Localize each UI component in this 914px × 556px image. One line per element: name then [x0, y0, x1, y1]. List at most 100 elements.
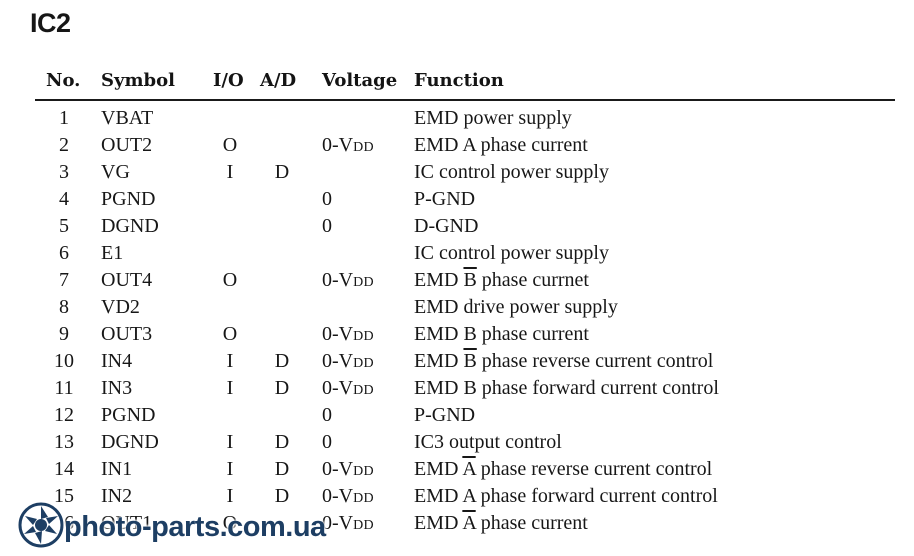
pin-io: O: [222, 134, 238, 156]
pin-ad: D: [274, 458, 290, 480]
pin-symbol: VBAT: [101, 107, 154, 129]
pin-symbol: IN3: [101, 377, 133, 399]
pin-number: 6: [59, 242, 69, 264]
pin-symbol: VG: [101, 161, 130, 183]
pin-symbol: OUT4: [101, 269, 153, 291]
header-voltage: Voltage: [322, 70, 398, 91]
table-row: 4 PGND 0 P-GND: [0, 185, 914, 212]
pin-number: 3: [59, 161, 69, 183]
header-io: I/O: [213, 70, 244, 91]
function-text: EMD: [414, 512, 463, 534]
function-text: EMD A phase forward current control: [414, 485, 718, 507]
function-text: IC3 output control: [414, 431, 562, 453]
function-text: EMD: [414, 458, 463, 480]
pin-symbol: E1: [101, 242, 124, 264]
pin-number: 8: [59, 296, 69, 318]
function-text: EMD B phase forward current control: [414, 377, 719, 399]
pin-number: 12: [54, 404, 74, 426]
pin-number: 7: [59, 269, 69, 291]
pin-io: I: [226, 485, 234, 507]
pin-voltage: 0-VDD: [322, 485, 374, 507]
table-row: 8 VD2 EMD drive power supply: [0, 293, 914, 320]
function-text: phase reverse current control: [475, 458, 713, 480]
header-symbol: Symbol: [101, 70, 175, 91]
pin-function: EMD B phase currnet: [414, 268, 589, 292]
pin-function: EMD A phase forward current control: [414, 484, 718, 508]
pin-voltage: 0: [322, 215, 332, 237]
pin-io: I: [226, 431, 234, 453]
pin-function: IC3 output control: [414, 430, 562, 454]
pin-io: O: [222, 269, 238, 291]
pin-function: EMD power supply: [414, 106, 572, 130]
pin-ad: D: [274, 161, 290, 183]
function-text: EMD: [414, 269, 464, 291]
header-function: Function: [414, 70, 504, 91]
table-header: No. Symbol I/O A/D Voltage Function: [0, 70, 914, 98]
pin-function: EMD B phase forward current control: [414, 376, 719, 400]
pin-voltage: 0-VDD: [322, 323, 374, 345]
pin-ad: D: [274, 431, 290, 453]
overlined-phase-letter: B: [463, 350, 477, 372]
pin-symbol: OUT2: [101, 134, 153, 156]
pin-symbol: PGND: [101, 188, 156, 210]
pin-io: I: [226, 377, 234, 399]
pin-voltage: 0: [322, 188, 332, 210]
pin-number: 10: [54, 350, 74, 372]
function-text: P-GND: [414, 404, 476, 426]
pin-symbol: OUT1: [101, 512, 153, 534]
function-text: EMD B phase current: [414, 323, 589, 345]
table-row: 3 VG I D IC control power supply: [0, 158, 914, 185]
pin-ad: D: [274, 485, 290, 507]
pin-function: EMD A phase reverse current control: [414, 457, 712, 481]
watermark: photo-parts.com.ua: [18, 500, 338, 552]
pin-number: 15: [54, 485, 74, 507]
function-text: phase currnet: [476, 269, 589, 291]
pin-ad: D: [274, 377, 290, 399]
table-row: 6 E1 IC control power supply: [0, 239, 914, 266]
pin-voltage: 0-VDD: [322, 134, 374, 156]
function-text: IC control power supply: [414, 242, 609, 264]
pin-number: 11: [54, 377, 74, 399]
pin-voltage: 0-VDD: [322, 512, 374, 534]
pin-function: EMD B phase current: [414, 322, 589, 346]
overlined-phase-letter: A: [462, 512, 476, 534]
pin-voltage: 0-VDD: [322, 377, 374, 399]
watermark-text: photo-parts.com.ua: [64, 511, 326, 543]
function-text: IC control power supply: [414, 161, 609, 183]
pin-function: P-GND: [414, 403, 475, 427]
table-row: 11 IN3 I D 0-VDD EMD B phase forward current …: [0, 374, 914, 401]
pin-voltage: 0: [322, 431, 332, 453]
pin-symbol: VD2: [101, 296, 140, 318]
pin-function: EMD A phase current: [414, 133, 588, 157]
pin-symbol: DGND: [101, 431, 159, 453]
pin-io: I: [226, 161, 234, 183]
function-text: phase reverse current control: [476, 350, 714, 372]
table-row: 13 DGND I D 0 IC3 output control: [0, 428, 914, 455]
function-text: EMD: [414, 350, 464, 372]
pin-function: P-GND: [414, 187, 475, 211]
pin-function: EMD A phase current: [414, 511, 588, 535]
pin-io: O: [222, 323, 238, 345]
header-ad: A/D: [260, 70, 297, 91]
pin-function: IC control power supply: [414, 160, 609, 184]
pin-voltage: 0: [322, 404, 332, 426]
pin-function: EMD B phase reverse current control: [414, 349, 713, 373]
function-text: D-GND: [414, 215, 479, 237]
function-text: EMD drive power supply: [414, 296, 618, 318]
pin-symbol: DGND: [101, 215, 159, 237]
pin-voltage: 0-VDD: [322, 269, 374, 291]
pin-number: 4: [59, 188, 69, 210]
pin-number: 1: [59, 107, 69, 129]
pin-function: IC control power supply: [414, 241, 609, 265]
pin-number: 13: [54, 431, 74, 453]
header-no: No.: [46, 70, 81, 91]
